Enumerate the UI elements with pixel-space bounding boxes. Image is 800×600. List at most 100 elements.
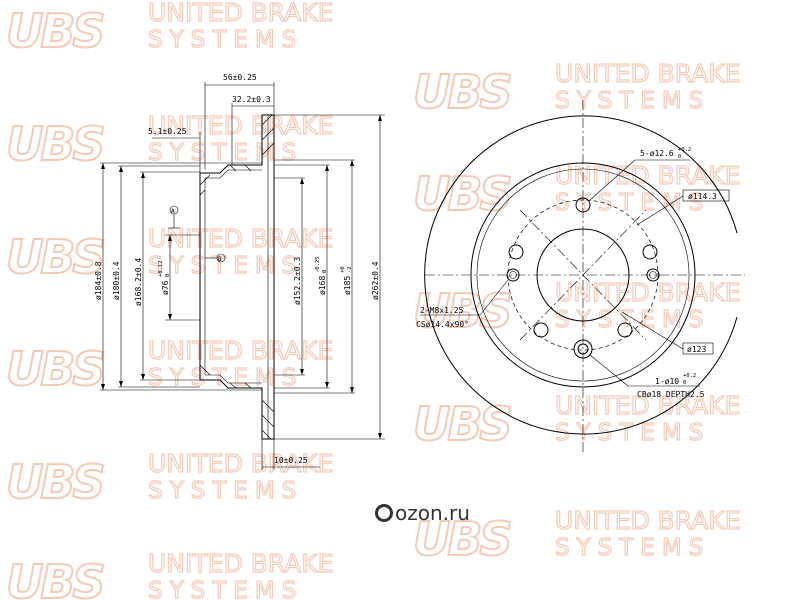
dim-text-d262: ø262±0.4 xyxy=(371,261,380,300)
watermark-line2: SYSTEMS xyxy=(555,88,710,114)
watermark-line1: UNITED BRAKE xyxy=(555,391,740,420)
label-pin-tol-lower: 0 xyxy=(683,380,686,386)
pin-hole xyxy=(577,343,589,355)
label-5-holes-tol-upper: +0.2 xyxy=(678,147,691,153)
bolt-hole xyxy=(508,244,524,260)
watermark-logo: UBS xyxy=(413,65,510,119)
watermark-tile: UBS UNITED BRAKE SYSTEMS xyxy=(5,110,334,172)
watermark-line2: SYSTEMS xyxy=(148,578,303,600)
watermark-line1: UNITED BRAKE xyxy=(555,161,740,190)
dim-text-d185: ø185 xyxy=(343,276,352,295)
center-bore xyxy=(536,228,630,322)
dim-text-10: 10±0.25 xyxy=(274,456,308,465)
watermark-logo: UBS xyxy=(6,555,103,600)
pcd-label: ø114.3 xyxy=(688,192,717,201)
leader-pin xyxy=(589,354,629,387)
watermark-line1: UNITED BRAKE xyxy=(148,336,333,365)
label-threads: 2-M8x1.25 xyxy=(420,306,464,315)
extension-lines xyxy=(100,114,385,440)
leader-5-holes xyxy=(589,159,636,201)
watermark-tile: UBS UNITED BRAKE SYSTEMS xyxy=(412,390,741,452)
watermark-logo: UBS xyxy=(413,167,510,221)
bore-label-box xyxy=(682,342,714,355)
threaded-hole-inner xyxy=(509,271,517,279)
dim-text-d184: ø184±0.8 xyxy=(94,261,103,300)
dim-text-d180: ø180±0.4 xyxy=(112,261,121,300)
label-5-holes: 5-ø12.6 +0.2 0 xyxy=(640,147,691,160)
dim-text-32-2: 32.2±0.3 xyxy=(232,95,271,104)
watermark-logo: UBS xyxy=(6,455,103,509)
watermark-logo: UBS xyxy=(6,4,103,58)
bolt-hole xyxy=(533,322,549,338)
dim-text-d76: ø76 xyxy=(161,280,170,295)
dim-tol-d76-upper: +0.12 xyxy=(158,260,164,277)
hat-inner-circle xyxy=(476,168,690,382)
watermark-layer: UBS UNITED BRAKE SYSTEMS UBS UNITED BRAK… xyxy=(5,0,741,600)
label-csink: CSø14.4x90° xyxy=(416,320,469,329)
dim-arrows xyxy=(101,115,382,439)
watermark-line2: SYSTEMS xyxy=(148,478,303,504)
ozon-o-icon xyxy=(375,504,393,522)
watermark-tile: UBS UNITED BRAKE SYSTEMS xyxy=(5,223,334,285)
datum-b-label: B xyxy=(218,256,222,263)
front-view: 5-ø12.6 +0.2 0 ø114.3 2-M8x1.25 CSø14.4x… xyxy=(416,100,745,455)
dim-text-d76-group: ø76 +0.12 0 xyxy=(158,260,171,295)
watermark-logo: UBS xyxy=(6,342,103,396)
dim-text-d168: ø168 xyxy=(318,276,327,295)
watermark-line2: SYSTEMS xyxy=(148,140,303,166)
dim-text-d152-2: ø152.2±0.3 xyxy=(293,257,302,305)
datum-a-label: A xyxy=(171,208,175,215)
dim-tol-d185-upper: +0 xyxy=(340,266,346,273)
section-hatch xyxy=(199,114,275,440)
bolt-hole xyxy=(617,322,633,338)
watermark-logo: UBS xyxy=(6,117,103,171)
rotor-section-inner xyxy=(204,169,262,384)
dim-text-d168-2: ø168.2±0.4 xyxy=(134,258,143,306)
watermark-tile: UBS UNITED BRAKE SYSTEMS xyxy=(5,335,334,397)
centerline-diag2 xyxy=(519,209,647,341)
leader-pcd xyxy=(636,195,684,226)
threaded-hole xyxy=(506,268,520,282)
watermark-line2: SYSTEMS xyxy=(555,190,710,216)
side-section-view: ø184±0.8 ø180±0.4 ø168.2±0.4 ø76 +0.12 0… xyxy=(94,73,385,470)
pcd-circle xyxy=(507,199,659,351)
threaded-hole xyxy=(646,268,660,282)
leader-bore xyxy=(621,311,684,350)
dim-tol-d76-lower: 0 xyxy=(165,274,171,277)
watermark-line1: UNITED BRAKE xyxy=(148,111,333,140)
dim-tol-d168-lower: 0 xyxy=(322,270,328,273)
ozon-wordmark: ozon.ru xyxy=(395,501,470,525)
watermark-tile: UBS UNITED BRAKE SYSTEMS xyxy=(5,448,334,510)
watermark-tile: UBS UNITED BRAKE SYSTEMS xyxy=(5,0,334,59)
dim-text-5-1: 5.1±0.25 xyxy=(148,127,187,136)
label-pin: 1-ø10 +0.2 0 xyxy=(655,373,696,386)
threaded-holes xyxy=(506,268,660,282)
dim-text-d168-group: ø168 -0.25 0 xyxy=(315,256,328,295)
watermark-line1: UNITED BRAKE xyxy=(148,224,333,253)
bolt-hole xyxy=(575,197,591,213)
leader-threads xyxy=(479,279,509,316)
label-5-holes-text: 5-ø12.6 xyxy=(640,149,674,158)
dim-text-d185-group: ø185 +0 -2 xyxy=(340,266,353,295)
watermark-line1: UNITED BRAKE xyxy=(555,506,740,535)
watermark-line2: SYSTEMS xyxy=(148,27,303,53)
dim-text-56: 56±0.25 xyxy=(223,73,257,82)
pin-counterbore xyxy=(573,339,593,359)
bore-label: ø123 xyxy=(687,345,706,354)
watermark-tile: UBS UNITED BRAKE SYSTEMS xyxy=(5,548,334,600)
watermark-tile: UBS UNITED BRAKE SYSTEMS xyxy=(412,505,741,567)
watermark-line2: SYSTEMS xyxy=(555,307,710,333)
watermark-line1: UNITED BRAKE xyxy=(148,449,333,478)
label-pin-tol-upper: +0.2 xyxy=(683,373,696,379)
watermark-tile: UBS UNITED BRAKE SYSTEMS xyxy=(412,160,741,222)
rotor-outer-edge xyxy=(424,115,738,435)
label-5-holes-tol-lower: 0 xyxy=(678,154,681,160)
dim-tol-d185-lower: -2 xyxy=(347,266,353,273)
ozon-logo: ozon.ru xyxy=(375,501,470,525)
watermark-line2: SYSTEMS xyxy=(148,253,303,279)
hat-outer-circle xyxy=(470,162,696,388)
watermark-line1: UNITED BRAKE xyxy=(555,278,740,307)
dim-tol-d168-upper: -0.25 xyxy=(315,256,321,273)
watermark-line1: UNITED BRAKE xyxy=(555,59,740,88)
